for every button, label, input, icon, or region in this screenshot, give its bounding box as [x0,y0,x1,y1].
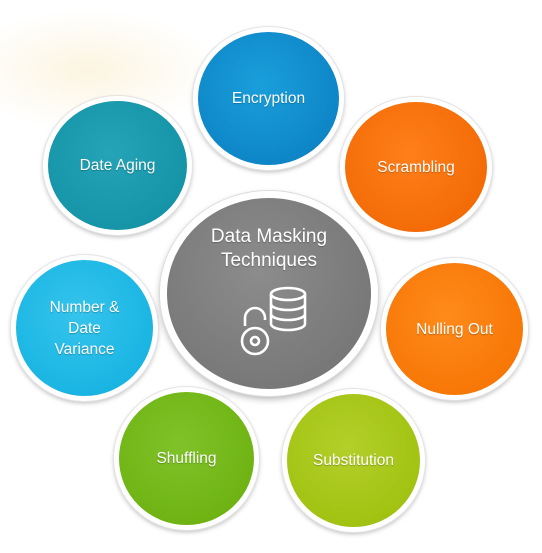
technique-number-date-variance: Number & Date Variance [11,255,158,401]
technique-label: Date Aging [79,157,156,174]
center-title: Data Masking Techniques [210,226,328,271]
technique-label: Nulling Out [416,320,493,338]
technique-label: Shuffling [156,450,217,467]
technique-date-aging: Date Aging [43,96,192,235]
technique-shuffling: Shuffling [114,387,259,530]
technique-nulling-out: Nulling Out [381,258,528,400]
technique-label: Encryption [231,90,306,107]
technique-label: Number & Date Variance [49,298,120,358]
technique-label: Substitution [313,452,394,469]
technique-label: Scrambling [377,158,455,176]
center-hub: Data Masking Techniques [160,191,378,396]
technique-scrambling: Scrambling [340,97,492,237]
database-lock-icon [240,286,307,356]
technique-encryption: Encryption [193,27,344,170]
technique-substitution: Substitution [282,389,425,532]
